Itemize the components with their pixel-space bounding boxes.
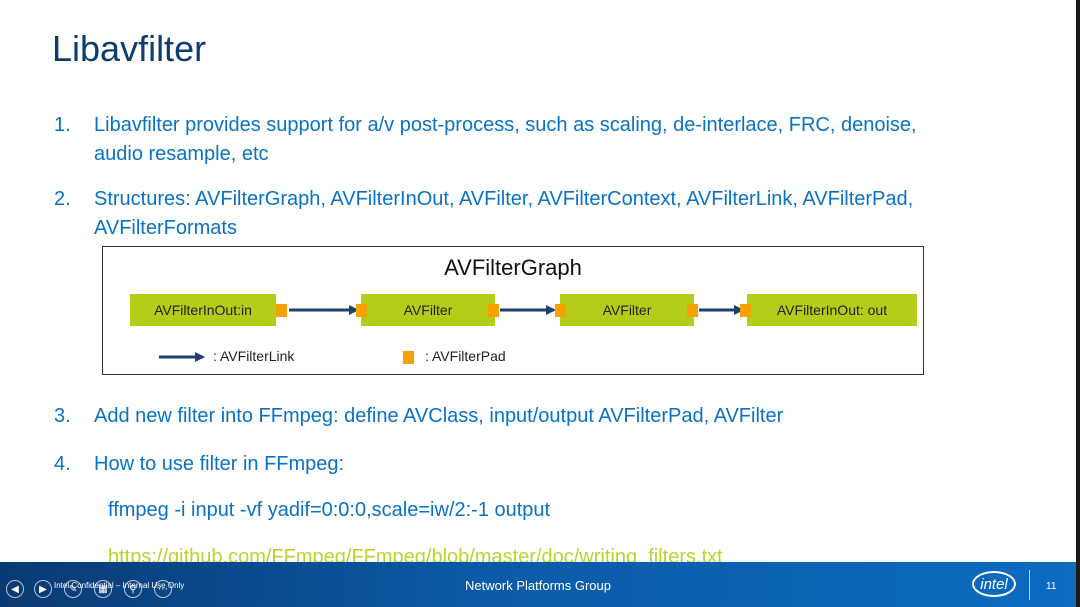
pad-icon	[356, 304, 367, 317]
avfiltergraph-diagram: AVFilterGraph AVFilterInOut:in AVFilter …	[102, 246, 924, 375]
list-item-3: 3. Add new filter into FFmpeg: define AV…	[54, 402, 934, 431]
page-number: 11	[1046, 581, 1057, 592]
prev-icon[interactable]: ◀	[6, 580, 24, 598]
list-text: Structures: AVFilterGraph, AVFilterInOut…	[94, 188, 914, 239]
node-avfilter-2: AVFilter	[560, 294, 694, 326]
node-inout-out: AVFilterInOut: out	[747, 294, 917, 326]
list-item-2: 2. Structures: AVFilterGraph, AVFilterIn…	[54, 185, 924, 243]
legend-link-label: : AVFilterLink	[213, 348, 295, 364]
legend-pad-icon	[403, 351, 414, 364]
list-text: How to use filter in FFmpeg:	[94, 453, 345, 475]
list-item-4: 4. How to use filter in FFmpeg:	[54, 450, 934, 479]
list-number: 3.	[54, 405, 71, 427]
node-inout-in: AVFilterInOut:in	[130, 294, 276, 326]
list-item-1: 1. Libavfilter provides support for a/v …	[54, 111, 924, 169]
pen-icon[interactable]: ✎	[64, 580, 82, 598]
ffmpeg-command: ffmpeg -i input -vf yadif=0:0:0,scale=iw…	[108, 499, 551, 521]
legend-pad-label: : AVFilterPad	[425, 348, 506, 364]
pad-icon	[555, 304, 566, 317]
footer-divider	[1029, 570, 1030, 600]
list-text: Libavfilter provides support for a/v pos…	[94, 114, 917, 165]
diagram-arrows	[159, 305, 744, 362]
slide-edge	[1076, 0, 1080, 607]
slides-icon[interactable]: ▦	[94, 580, 112, 598]
list-number: 2.	[54, 188, 71, 210]
slide-title: Libavfilter	[52, 28, 207, 69]
zoom-icon[interactable]: ⚲	[124, 580, 142, 598]
slide-footer: ◀ ▶ ✎ ▦ ⚲ ⋯ Intel Confidential – Interna…	[0, 562, 1076, 607]
list-text: Add new filter into FFmpeg: define AVCla…	[94, 405, 784, 427]
node-avfilter-1: AVFilter	[361, 294, 495, 326]
pad-icon	[687, 304, 698, 317]
list-number: 1.	[54, 114, 71, 136]
list-number: 4.	[54, 453, 71, 475]
group-name: Network Platforms Group	[465, 578, 611, 593]
pad-icon	[740, 304, 751, 317]
pad-icon	[276, 304, 287, 317]
confidential-label: Intel Confidential – Internal Use Only	[54, 581, 185, 590]
next-icon[interactable]: ▶	[34, 580, 52, 598]
intel-logo: intel	[972, 571, 1016, 597]
more-icon[interactable]: ⋯	[154, 580, 172, 598]
pad-icon	[488, 304, 499, 317]
diagram-title: AVFilterGraph	[444, 255, 582, 280]
